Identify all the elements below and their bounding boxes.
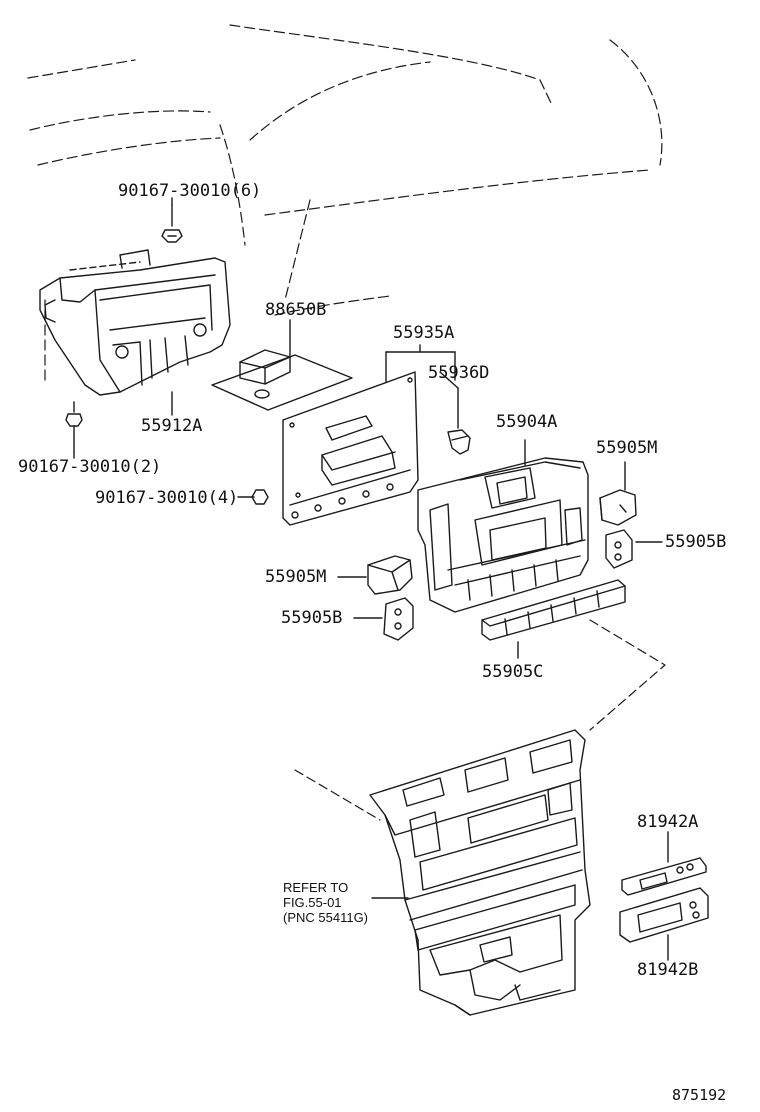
label-55904a: 55904A	[496, 412, 558, 432]
dashboard-outline	[27, 24, 663, 381]
label-55935a: 55935A	[393, 323, 455, 343]
screw-mid	[237, 489, 269, 505]
knob-55905m-right	[599, 461, 637, 526]
label-90167-mid: 90167-30010(4)	[95, 488, 239, 508]
plate-81942b	[619, 887, 709, 961]
refer-note-line3: (PNC 55411G)	[283, 910, 369, 925]
knob-55905b-left	[353, 597, 414, 641]
housing-55912a	[39, 249, 231, 416]
label-55905m-left: 55905M	[265, 567, 327, 587]
label-55912a: 55912A	[141, 416, 203, 436]
label-90167-top: 90167-30010(6)	[118, 181, 262, 201]
label-88650b: 88650B	[265, 300, 327, 320]
screw-left	[65, 401, 83, 453]
label-55936d: 55936D	[428, 363, 490, 383]
label-90167-left: 90167-30010(2)	[18, 457, 162, 477]
dashed-connection	[294, 619, 666, 821]
plate-81942a	[621, 831, 707, 896]
panel-55904a	[417, 439, 589, 613]
figure-number: 875192	[672, 1086, 727, 1104]
buttons-55905c	[481, 579, 626, 659]
knob-55905m-left	[337, 555, 413, 595]
label-55905c: 55905C	[482, 662, 544, 682]
bracket-88650b	[211, 319, 353, 411]
refer-note-line1: REFER TO	[283, 880, 349, 895]
board-55935a	[282, 344, 456, 526]
label-81942a: 81942A	[637, 812, 699, 832]
label-55905b-right: 55905B	[665, 532, 727, 552]
knob-55905b-right	[605, 529, 663, 569]
label-55905b-left: 55905B	[281, 608, 343, 628]
leader-55936d	[439, 371, 459, 389]
refer-note: REFER TO FIG.55-01 (PNC 55411G)	[283, 880, 368, 925]
screw-top	[161, 204, 183, 243]
bezel	[369, 729, 591, 1016]
bulb-55936d	[447, 387, 471, 455]
label-81942b: 81942B	[637, 960, 699, 980]
refer-note-line2: FIG.55-01	[283, 895, 342, 910]
label-55905m-right: 55905M	[596, 438, 658, 458]
